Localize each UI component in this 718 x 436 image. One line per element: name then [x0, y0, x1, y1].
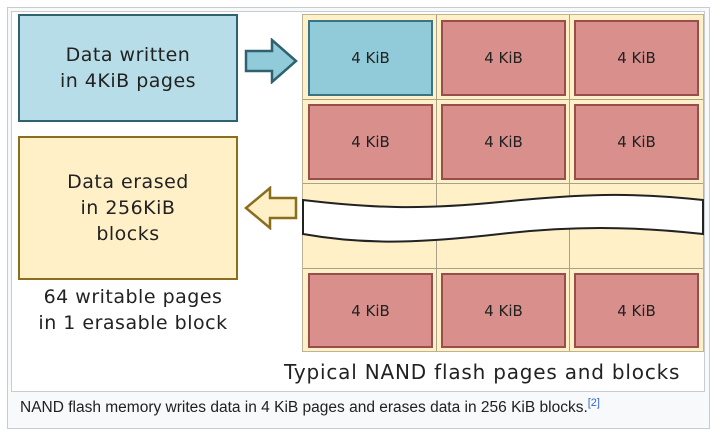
erase-box-line2: in 256KiB	[80, 197, 176, 219]
page-label: 4 KiB	[617, 133, 656, 151]
arrow-left-icon	[244, 186, 298, 230]
page-cell: 4 KiB	[308, 273, 433, 348]
note-line1: 64 writable pages	[43, 286, 223, 308]
data-erased-box: Data erased in 256KiB blocks	[18, 136, 238, 280]
grid-divider	[303, 268, 703, 269]
page-label: 4 KiB	[351, 301, 390, 320]
arrow-right-icon	[244, 38, 298, 84]
grid-divider	[303, 99, 703, 100]
page-label: 4 KiB	[484, 133, 523, 151]
page-cell: 4 KiB	[574, 104, 699, 180]
page-cell: 4 KiB	[441, 104, 566, 180]
omitted-pages-break	[302, 193, 704, 243]
pages-per-block-note: 64 writable pages in 1 erasable block	[20, 284, 246, 336]
nand-block-grid: 4 KiB 4 KiB 4 KiB 4 KiB 4 KiB 4 KiB 4 Ki…	[302, 14, 704, 352]
page-label: 4 KiB	[351, 133, 390, 151]
caption-text: NAND flash memory writes data in 4 KiB p…	[20, 399, 588, 416]
page-cell: 4 KiB	[441, 273, 566, 348]
write-box-line1: Data written	[65, 44, 191, 66]
reference-link[interactable]: [2]	[587, 397, 600, 409]
page-cell-written: 4 KiB	[308, 20, 433, 96]
page-label: 4 KiB	[484, 301, 523, 320]
page-label: 4 KiB	[617, 301, 656, 320]
page-cell: 4 KiB	[441, 20, 566, 96]
erase-box-line1: Data erased	[67, 171, 189, 193]
note-line2: in 1 erasable block	[38, 312, 228, 334]
grid-divider	[303, 183, 703, 184]
page-cell: 4 KiB	[574, 20, 699, 96]
figure-caption: NAND flash memory writes data in 4 KiB p…	[20, 397, 600, 417]
page-label: 4 KiB	[351, 49, 390, 67]
erase-box-line3: blocks	[96, 223, 160, 245]
page-label: 4 KiB	[484, 49, 523, 67]
write-box-line2: in 4KiB pages	[59, 70, 197, 92]
page-label: 4 KiB	[617, 49, 656, 67]
page-cell: 4 KiB	[308, 104, 433, 180]
data-written-box: Data written in 4KiB pages	[18, 14, 238, 122]
page-cell: 4 KiB	[574, 273, 699, 348]
figure-title: Typical NAND flash pages and blocks	[284, 360, 681, 384]
